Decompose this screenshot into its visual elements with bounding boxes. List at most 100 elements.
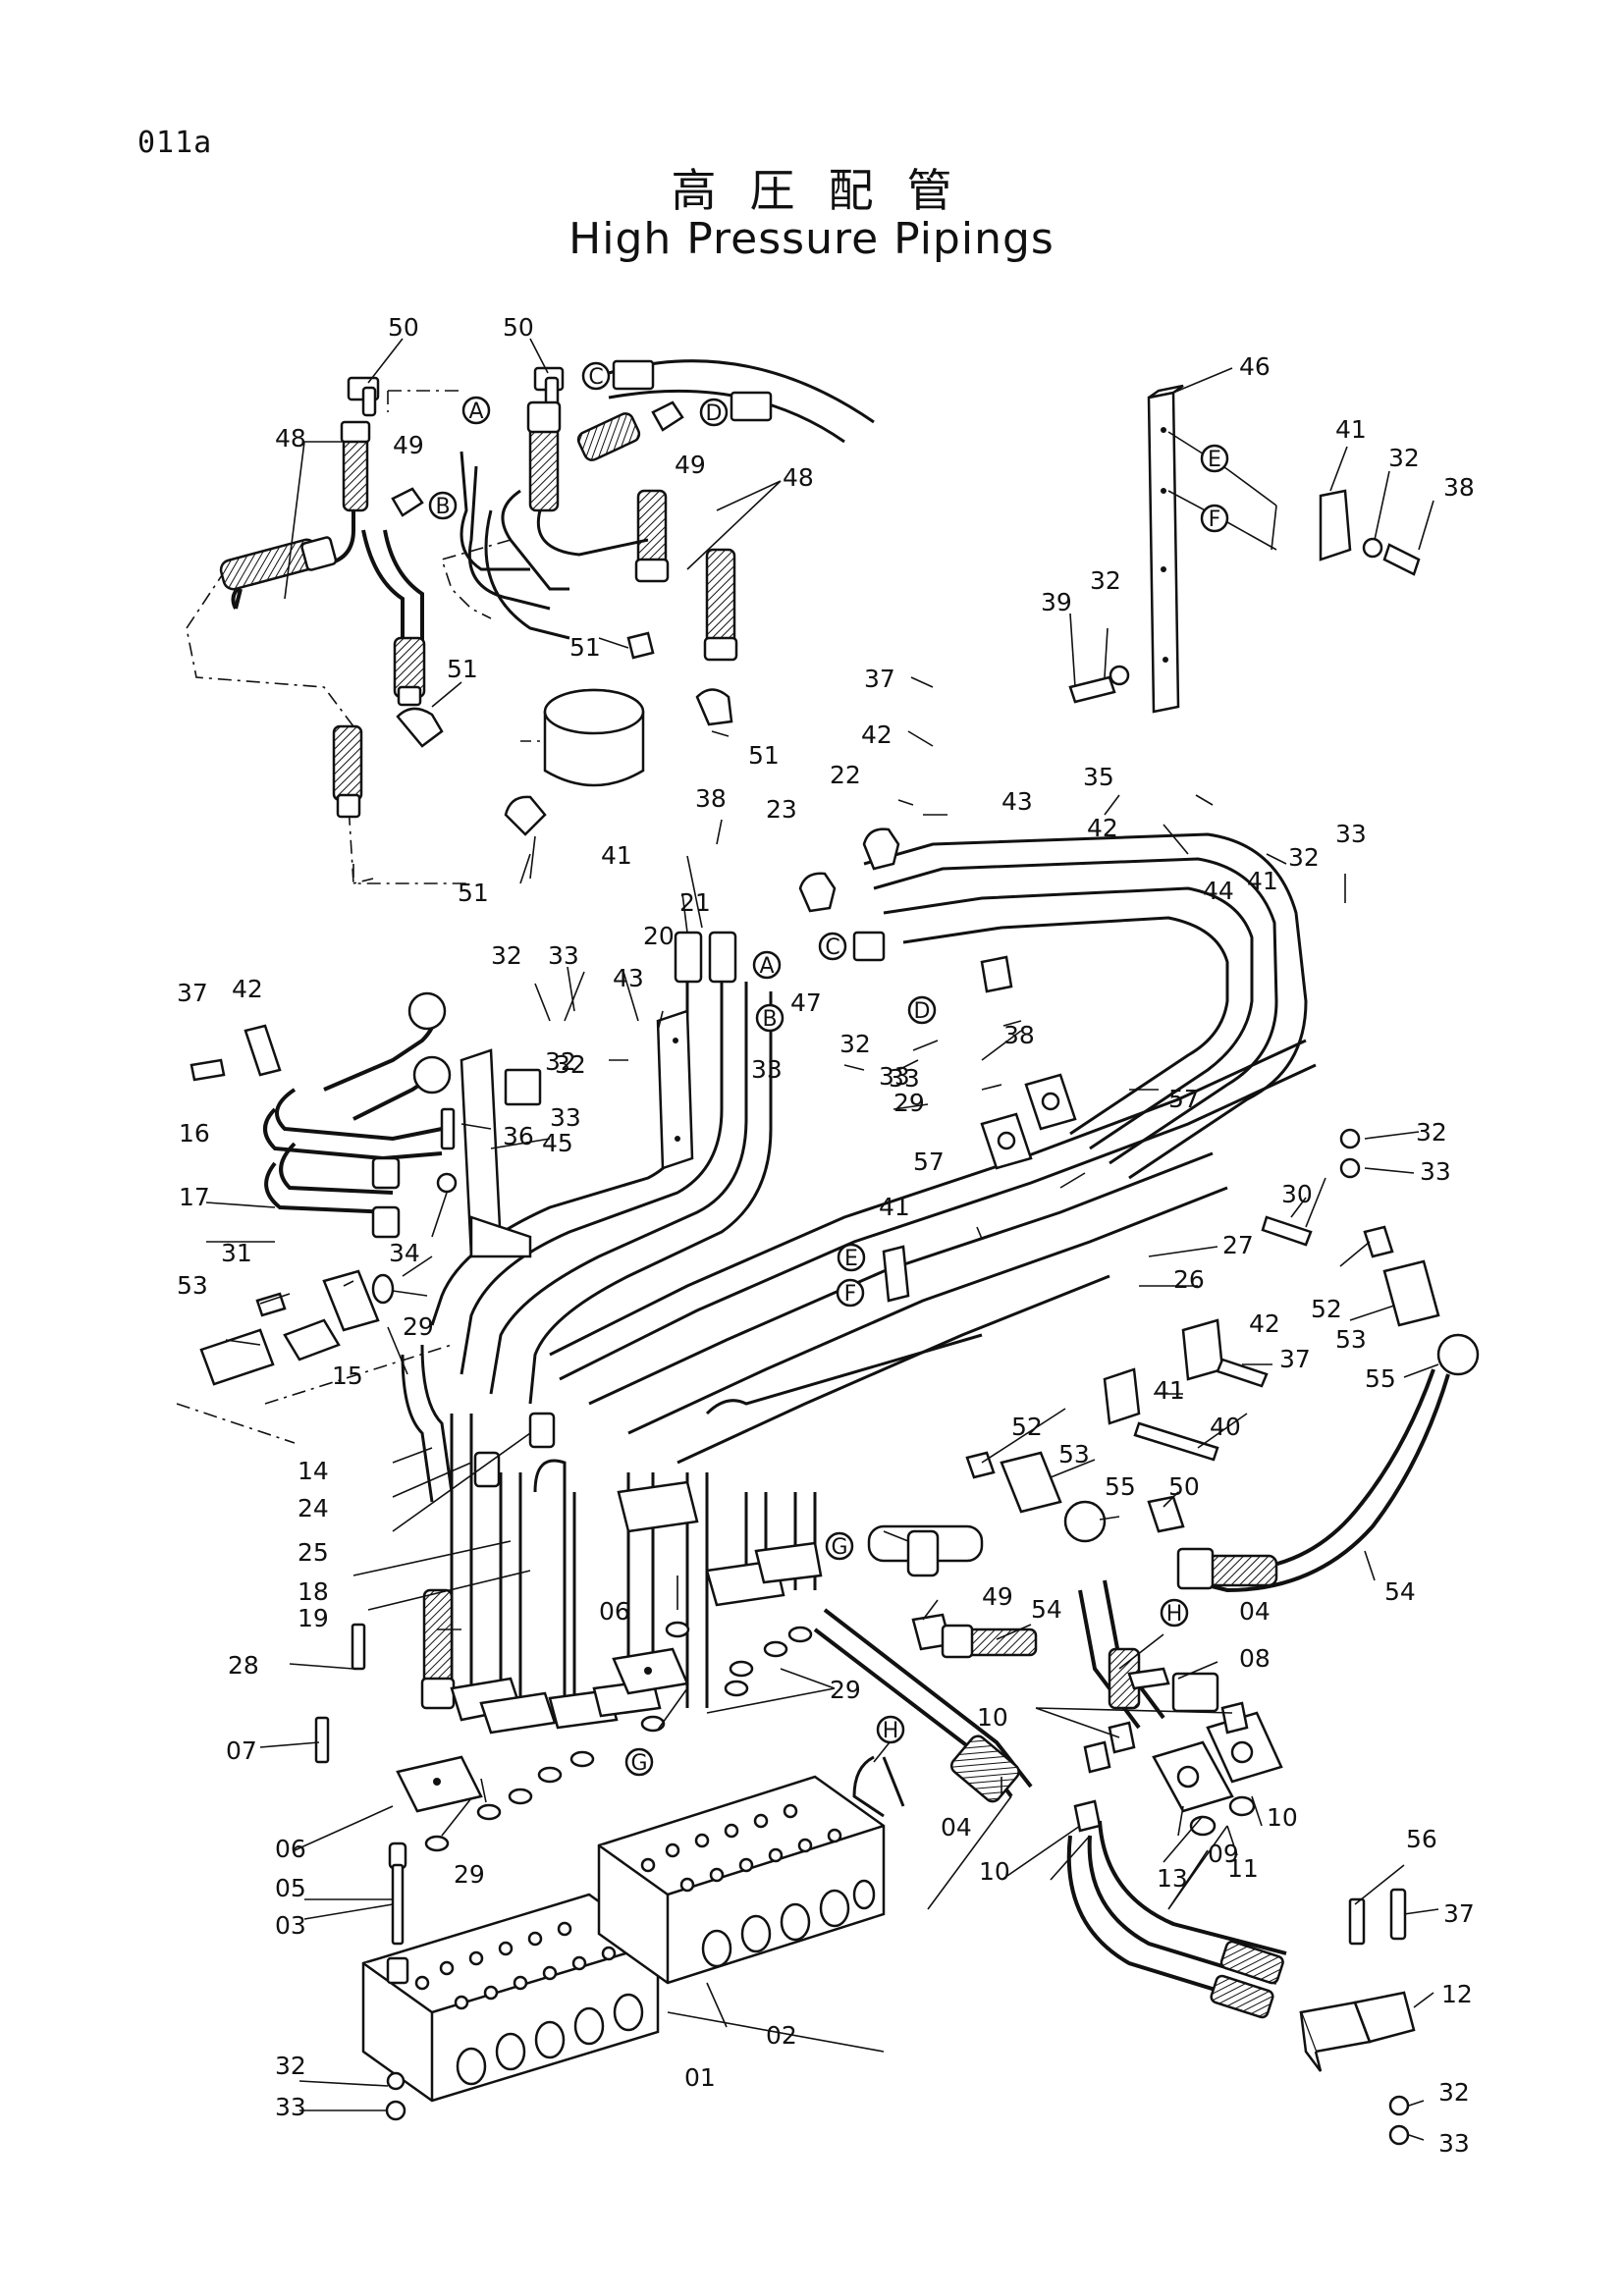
callout-05: 05: [275, 1874, 306, 1902]
callout-33-mid: 33: [550, 1103, 581, 1132]
marker-c-mid: C: [818, 932, 847, 961]
svg-text:D: D: [706, 401, 723, 426]
center-right-parts: [813, 1128, 1480, 2146]
callout-23: 23: [766, 795, 797, 824]
marker-b-mid: B: [755, 1003, 784, 1033]
callout-37-center: 37: [864, 665, 895, 693]
callout-41-top: 41: [1335, 415, 1367, 444]
callout-37-left: 37: [177, 979, 208, 1007]
callout-32-center: 32: [839, 1030, 871, 1058]
callout-06-top: 06: [599, 1597, 630, 1626]
callout-32-bottom-right: 32: [1438, 2078, 1470, 2107]
callout-29-center: 29: [893, 1089, 925, 1117]
left-side-parts: [176, 991, 542, 1503]
callout-19: 19: [298, 1604, 329, 1632]
callout-41-lower: 41: [1154, 1376, 1185, 1405]
callout-42-center: 42: [861, 721, 893, 749]
callout-43-center: 43: [613, 964, 644, 992]
callout-48-center: 48: [783, 463, 814, 492]
callout-10-low: 10: [979, 1857, 1010, 1886]
callout-38-right: 38: [1003, 1021, 1035, 1049]
callout-51-d: 51: [458, 879, 489, 907]
callout-32-mid: 32: [545, 1047, 576, 1076]
callout-54-center: 54: [1031, 1595, 1062, 1624]
callout-29-center-low: 29: [830, 1676, 861, 1704]
callout-38-top: 38: [1443, 473, 1475, 502]
callout-14: 14: [298, 1457, 329, 1485]
callout-38-center: 38: [695, 784, 727, 813]
callout-57-low: 57: [913, 1148, 945, 1176]
callout-57-top: 57: [1168, 1085, 1200, 1113]
svg-text:C: C: [825, 935, 839, 960]
callout-15: 15: [332, 1362, 363, 1390]
callout-24: 24: [298, 1494, 329, 1522]
callout-51-b: 51: [447, 655, 478, 683]
leader-lines: [205, 338, 1439, 2141]
page-code: 011a: [137, 126, 213, 160]
callout-45: 45: [542, 1129, 573, 1157]
upper-hose-assembly: [186, 359, 875, 885]
callout-36: 36: [503, 1122, 534, 1150]
svg-text:E: E: [844, 1247, 858, 1271]
callout-08: 08: [1239, 1644, 1271, 1673]
svg-text:B: B: [435, 495, 450, 519]
marker-f-mid: F: [836, 1278, 865, 1308]
callout-13: 13: [1157, 1864, 1188, 1893]
callout-02: 02: [766, 2021, 797, 2050]
callout-50-center: 50: [503, 313, 534, 342]
callout-52-center: 52: [1011, 1413, 1043, 1441]
marker-e-mid: E: [837, 1243, 866, 1272]
svg-text:G: G: [831, 1535, 847, 1560]
callout-50-left: 50: [388, 313, 419, 342]
marker-h-top: H: [1160, 1598, 1189, 1628]
callout-17: 17: [179, 1183, 210, 1211]
callout-56: 56: [1406, 1825, 1437, 1853]
svg-text:D: D: [914, 999, 931, 1024]
marker-d-mid: D: [907, 995, 937, 1025]
control-valve-02: [597, 1775, 886, 1985]
callout-10-top: 10: [977, 1703, 1008, 1732]
callout-35: 35: [1083, 763, 1114, 791]
callout-06-low: 06: [275, 1835, 306, 1863]
callout-25: 25: [298, 1538, 329, 1567]
callout-42-left: 42: [232, 975, 263, 1003]
part-number-labels: 50 50 46 48 49 49 48 41 32 38 39 32 51 5…: [177, 313, 1475, 2158]
svg-text:A: A: [759, 954, 774, 979]
marker-a-top: A: [461, 396, 491, 425]
callout-29-left: 29: [403, 1312, 434, 1341]
callout-27: 27: [1222, 1231, 1254, 1259]
callout-48-left: 48: [275, 424, 306, 453]
callout-07: 07: [226, 1736, 257, 1765]
callout-22: 22: [830, 761, 861, 789]
svg-text:H: H: [1166, 1602, 1183, 1627]
callout-49-left: 49: [393, 431, 424, 459]
callout-26: 26: [1173, 1265, 1205, 1294]
svg-text:F: F: [1209, 507, 1221, 532]
reference-markers: A A B B C C D D E E F F G G H H: [428, 361, 1229, 1777]
callout-12: 12: [1441, 1980, 1473, 2008]
callout-55-right: 55: [1365, 1364, 1396, 1393]
marker-a-mid: A: [752, 950, 782, 980]
callout-42-right: 42: [1087, 814, 1118, 842]
callout-30: 30: [1281, 1180, 1313, 1208]
callout-42-lower: 42: [1249, 1309, 1280, 1338]
marker-f-top: F: [1200, 504, 1229, 533]
marker-g-top: G: [825, 1531, 854, 1561]
callout-32-bottom-left: 32: [275, 2052, 306, 2080]
callout-47: 47: [790, 988, 822, 1017]
callout-53-right: 53: [1335, 1325, 1367, 1354]
callout-32-far-right: 32: [1416, 1118, 1447, 1147]
callout-32-edge: 32: [555, 1050, 586, 1079]
callout-11: 11: [1227, 1854, 1259, 1883]
callout-16: 16: [179, 1119, 210, 1148]
main-pipe-bundle: [396, 828, 1317, 1852]
callout-50-lower: 50: [1168, 1472, 1200, 1501]
callout-34: 34: [389, 1239, 420, 1267]
callout-49-center: 49: [675, 451, 706, 479]
callout-33-bottom-left: 33: [275, 2093, 306, 2121]
callout-32-bracket: 32: [1090, 566, 1121, 595]
svg-text:H: H: [883, 1719, 899, 1743]
callout-31: 31: [221, 1239, 252, 1267]
svg-text:A: A: [468, 400, 483, 424]
